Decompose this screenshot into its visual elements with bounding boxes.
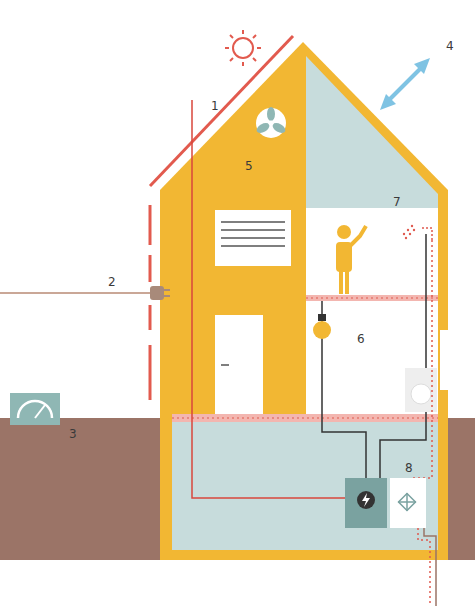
room: [306, 301, 438, 414]
plug: [150, 286, 170, 300]
house-wall: [160, 42, 448, 560]
light-bulb: [313, 314, 331, 339]
grid-line: [0, 292, 150, 294]
floor-heating: [306, 297, 438, 298]
bolt-symbol: [362, 493, 370, 507]
air-exchange-arrow: [380, 58, 430, 110]
basement: [172, 422, 438, 550]
window: [215, 210, 291, 266]
meter-icon: [10, 393, 60, 425]
bathroom: [306, 208, 438, 295]
sun: [225, 30, 261, 66]
floor-heating: [172, 417, 438, 418]
attic: [306, 56, 438, 208]
facade-panels: [149, 205, 152, 400]
callout-number: 2: [108, 276, 116, 288]
inverter: [345, 478, 387, 528]
solar-panel: [150, 36, 293, 186]
inverter: [357, 491, 375, 509]
power-wire: [380, 234, 426, 478]
pv-wire: [192, 100, 346, 498]
window: [440, 330, 448, 390]
callout-number: 3: [69, 428, 77, 440]
door: [215, 315, 263, 414]
callout-number: 8: [405, 462, 413, 474]
floor-slab: [172, 414, 438, 422]
ground-probe: [424, 528, 436, 606]
shower-head: [403, 225, 432, 240]
hot-water-pipe: [410, 240, 432, 478]
person: [336, 225, 366, 294]
ground-probe: [418, 528, 430, 606]
callout-number: 6: [357, 333, 365, 345]
callout-number: 4: [446, 40, 454, 52]
callout-number: 1: [211, 100, 219, 112]
callout-number: 7: [393, 196, 401, 208]
heat-pump-symbol: [398, 493, 416, 511]
heat-pump: [390, 478, 426, 528]
ventilation-fan: [255, 107, 287, 138]
callout-number: 5: [245, 160, 253, 172]
floor-slab: [306, 295, 438, 301]
